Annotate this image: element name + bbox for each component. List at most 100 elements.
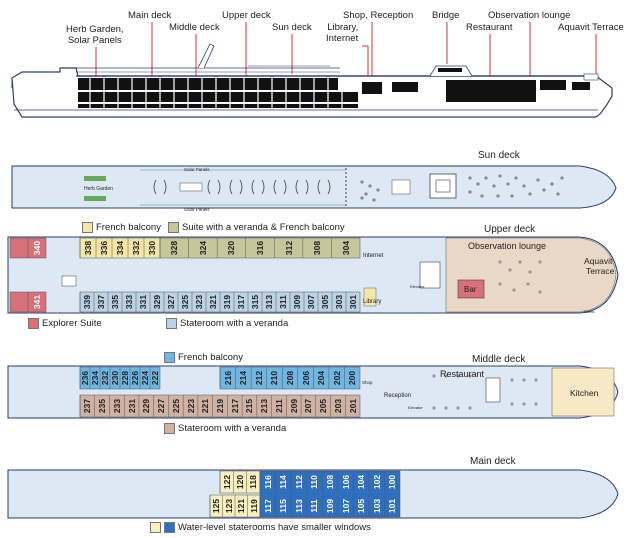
observation-lounge-plan-label: Observation lounge — [468, 241, 547, 251]
main-deck-title: Main deck — [470, 456, 516, 467]
room-number: 113 — [293, 499, 304, 513]
room-number: 309 — [292, 294, 302, 310]
room-number: 333 — [124, 294, 134, 310]
room-number: 107 — [340, 498, 351, 514]
bar-label: Bar — [464, 285, 477, 294]
middle-deck-title: Middle deck — [472, 354, 526, 365]
room-number: 120 — [235, 474, 245, 490]
legend-text: Stateroom with a veranda — [180, 318, 289, 329]
room-number: 237 — [82, 398, 93, 414]
room-number: 319 — [222, 294, 232, 310]
middle-deck-profile-label: Middle deck — [169, 22, 220, 33]
water-level-dark-swatch — [164, 522, 175, 533]
sun-deck-profile-label: Sun deck — [272, 22, 312, 33]
room-number: 224 — [140, 370, 150, 386]
legend-text: Explorer Suite — [42, 318, 102, 329]
room-number: 114 — [278, 475, 289, 489]
herb-garden-label: Herb Garden, Solar Panels — [66, 24, 124, 46]
room-number: 217 — [229, 398, 240, 414]
room-number: 334 — [115, 240, 125, 256]
room-number: 204 — [316, 370, 327, 386]
room-number: 301 — [348, 294, 358, 310]
legend-text: Stateroom with a veranda — [178, 423, 287, 434]
herb-garden-plan-label: Herb Garden — [84, 186, 113, 192]
room-number: 115 — [278, 499, 289, 513]
room-grid — [27, 238, 385, 517]
room-number: 313 — [264, 294, 274, 310]
legend-text: Suite with a veranda & French balcony — [182, 222, 345, 233]
room-number: 125 — [211, 498, 222, 514]
room-number: 315 — [250, 294, 260, 310]
room-number: 108 — [325, 474, 335, 490]
room-number: 103 — [371, 498, 382, 514]
room-number: 235 — [97, 398, 108, 414]
terrace-label: Terrace — [586, 266, 615, 276]
library-room-label: Library — [363, 299, 382, 305]
upper-deck-profile-label: Upper deck — [222, 10, 271, 21]
room-number: 338 — [83, 240, 93, 256]
ship-profile — [11, 43, 613, 118]
aquavit-label: Aquavit — [584, 256, 613, 266]
legend-french-balcony-upper: French balcony — [82, 222, 161, 233]
restaurant-plan-label: Restaurant — [440, 369, 485, 379]
room-number: 230 — [110, 370, 120, 386]
room-number: 200 — [347, 370, 358, 386]
room-number: 307 — [306, 294, 316, 310]
room-number: 212 — [253, 370, 264, 386]
room-number: 332 — [131, 240, 141, 256]
room-number: 316 — [255, 240, 265, 256]
room-number: 340 — [32, 240, 42, 256]
room-number: 324 — [197, 240, 208, 256]
legend-text: French balcony — [178, 352, 243, 363]
room-number: 233 — [111, 398, 122, 414]
room-number: 109 — [325, 498, 335, 514]
room-number: 339 — [82, 294, 92, 310]
reception-label: Reception — [384, 393, 412, 399]
internet-room-label: Internet — [363, 253, 384, 259]
room-number: 303 — [334, 294, 344, 310]
explorer-suite-swatch — [28, 318, 39, 329]
room-number: 119 — [248, 499, 259, 513]
room-number: 325 — [180, 294, 190, 310]
room-number: 229 — [141, 398, 152, 414]
toilets-label: Toilets — [583, 309, 595, 314]
room-number: 223 — [185, 398, 196, 414]
room-number: 121 — [236, 498, 247, 514]
room-number: 335 — [110, 294, 120, 310]
room-number: 231 — [126, 398, 137, 414]
room-number: 328 — [169, 240, 180, 256]
room-number: 331 — [138, 294, 148, 310]
room-number: 227 — [156, 398, 167, 414]
stateroom-veranda-swatch — [164, 423, 175, 434]
room-number: 208 — [285, 370, 295, 386]
elevator-middle-label: Elevator — [408, 405, 423, 410]
room-number: 304 — [340, 240, 351, 256]
library-internet-label: Library, Internet — [326, 22, 358, 44]
solar-panels-text: Solar Panels — [67, 35, 122, 46]
room-number: 213 — [259, 398, 270, 414]
room-number: 226 — [130, 370, 140, 386]
upper-deck-title: Upper deck — [484, 224, 536, 235]
legend-explorer-suite: Explorer Suite — [28, 318, 102, 329]
upper-deck-plan — [7, 236, 619, 314]
room-number: 211 — [273, 399, 284, 413]
room-number: 321 — [208, 294, 218, 310]
room-number: 222 — [150, 370, 160, 386]
room-number: 117 — [262, 499, 273, 513]
room-number: 101 — [387, 498, 398, 514]
room-number: 311 — [278, 295, 288, 309]
room-number: 202 — [331, 370, 342, 386]
legend-water-level: Water-level staterooms have smaller wind… — [150, 522, 371, 533]
room-number: 104 — [356, 474, 367, 490]
room-number: 118 — [248, 475, 259, 489]
room-number: 116 — [262, 475, 273, 489]
elevator-upper-label: Elevator — [410, 284, 425, 289]
stateroom-veranda-swatch — [166, 318, 177, 329]
room-number: 232 — [100, 370, 110, 386]
room-number: 320 — [226, 240, 237, 256]
room-number: 341 — [32, 294, 42, 310]
water-level-light-swatch — [150, 522, 161, 533]
observation-lounge-label: Observation lounge — [488, 10, 571, 21]
room-number: 234 — [90, 370, 100, 386]
